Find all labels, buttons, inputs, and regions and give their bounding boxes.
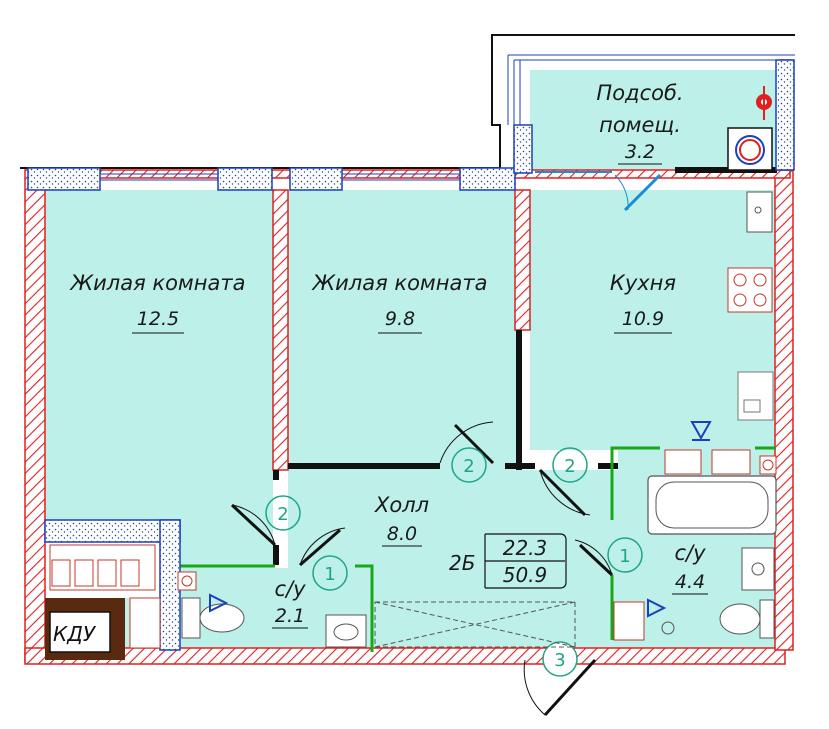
utility-area: 3.2 [625,141,655,163]
bath-small-name: с/у [274,577,306,601]
living-room-2-area: 9.8 [385,308,415,330]
door-number-marker: 2 [265,495,301,531]
apartment-type: 2Б [449,551,475,575]
appliance-icon [737,371,774,421]
riser-icon [756,86,772,120]
door-number: 1 [619,546,630,567]
door-number-marker: 1 [312,555,348,591]
door-markers: 2 2 2 1 1 3 [265,447,643,677]
door-number-marker: 2 [552,447,588,483]
door-number: 1 [324,564,335,585]
apartment-living-area: 22.3 [503,536,548,560]
utility-name-line1: Подсоб. [596,81,683,105]
window-glazing [100,59,776,181]
door-number: 2 [463,456,474,477]
door-number: 2 [564,456,575,477]
door-number-marker: 2 [451,447,487,483]
door-number-marker: 1 [607,537,643,573]
living-room-2-name: Жилая комната [311,271,488,295]
door-number-marker: 3 [542,641,578,677]
partitions [273,167,777,565]
boiler-icon [177,455,777,591]
sink-icon [746,191,773,233]
kdu-label: КДУ [53,622,97,646]
door-number: 3 [554,650,565,671]
apartment-tag: 2Б 22.3 50.9 [449,533,567,589]
storage-marking [374,601,576,648]
bath-large-area: 4.4 [675,571,705,593]
doors [230,171,662,717]
kitchen-name: Кухня [610,271,676,295]
hall-area: 8.0 [387,523,417,545]
bath-small-area: 2.1 [275,605,305,627]
boiler-icon [727,127,773,171]
toilet-icon [719,547,775,639]
kdu-block: КДУ [45,544,161,660]
hall-name: Холл [374,493,429,517]
door-number: 2 [277,504,288,525]
living-room-1-name: Жилая комната [69,271,246,295]
stove-icon [727,267,773,313]
utility-name-line2: помещ. [599,113,681,137]
meter-boxes [51,559,140,587]
kitchen-area: 10.9 [622,308,664,330]
living-room-1-area: 12.5 [137,308,179,330]
water-meter-icon [613,598,675,641]
bath-large-name: с/у [674,541,706,565]
building-outline [20,34,795,169]
sink-icon [325,614,367,648]
windows [27,59,795,651]
apartment-total-area: 50.9 [503,563,548,587]
water-meter-icon [664,421,751,475]
green-partitions [180,446,776,652]
bathtub-icon [647,475,777,535]
room-labels: Жилая комната 12.5 Жилая комната 9.8 Кух… [69,81,708,629]
toilet-icon [181,593,245,639]
